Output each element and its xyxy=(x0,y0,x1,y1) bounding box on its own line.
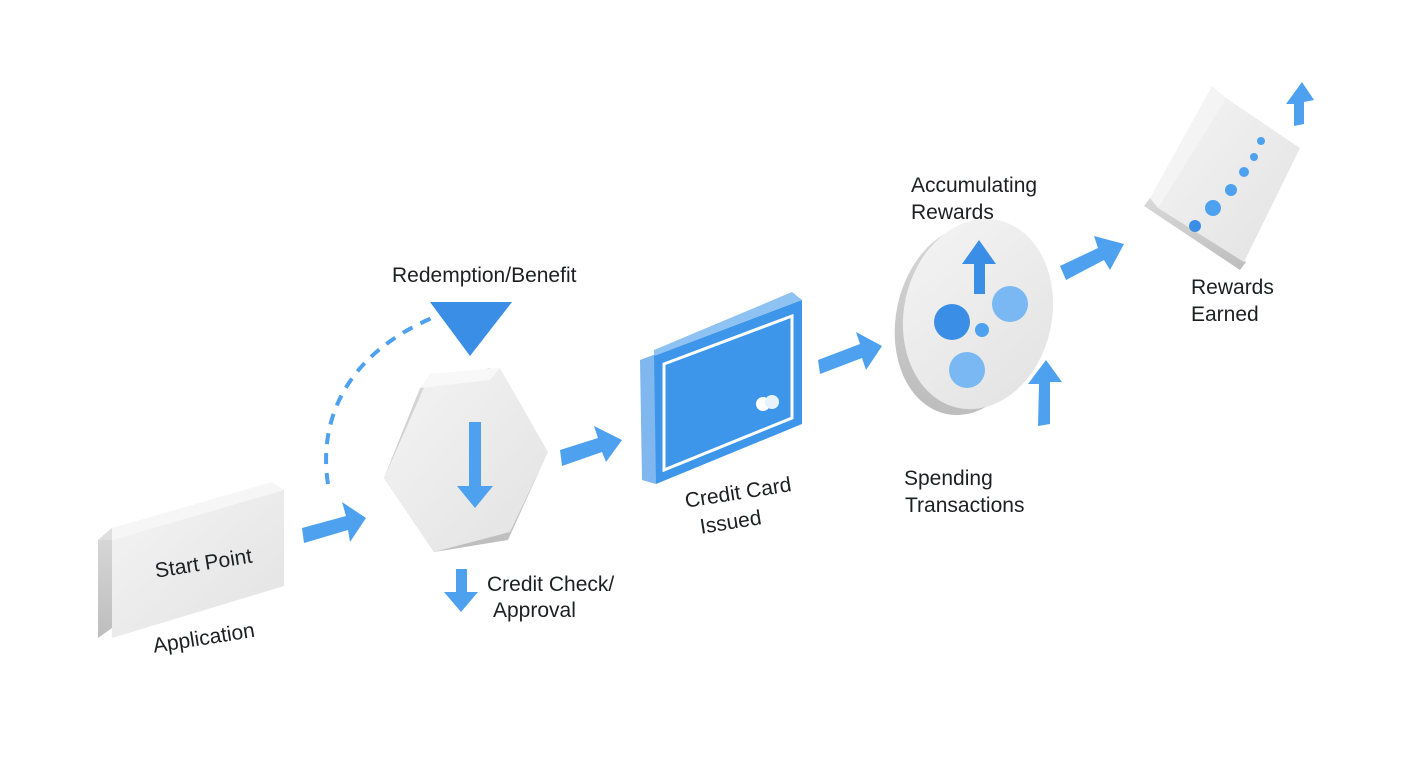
redemption-benefit-label: Redemption/Benefit xyxy=(392,264,577,287)
top-right-up-arrow xyxy=(1286,82,1314,126)
up-arrow-in-disc xyxy=(962,240,996,294)
arrow-disc-to-rewards xyxy=(1060,236,1124,280)
rewards-earned-label-line2: Earned xyxy=(1191,303,1259,326)
small-down-arrow xyxy=(444,569,478,612)
accumulating-label-line1: Accumulating xyxy=(911,174,1038,197)
accumulating-disc xyxy=(894,218,1054,416)
spending-label-line2: Transactions xyxy=(905,494,1025,517)
credit-check-hexagon xyxy=(384,368,548,552)
credit-check-label-line2: Approval xyxy=(493,599,576,622)
rewards-earned-label-line1: Rewards xyxy=(1191,276,1274,299)
rewards-earned-card xyxy=(1144,86,1300,270)
accumulating-label-line2: Rewards xyxy=(911,201,994,224)
credit-check-label-line1: Credit Check/ xyxy=(487,573,615,596)
spending-label-line1: Spending xyxy=(904,467,993,490)
redemption-triangle xyxy=(430,302,512,356)
arrow-start-to-check xyxy=(302,502,366,543)
arrow-check-to-card xyxy=(560,426,622,466)
spending-up-arrow xyxy=(1028,360,1062,426)
arrow-card-to-disc xyxy=(818,332,882,374)
credit-card-block xyxy=(640,292,802,484)
dashed-return-curve xyxy=(324,316,433,485)
down-arrow-in-hexagon xyxy=(457,422,493,508)
start-point-block xyxy=(98,482,284,638)
